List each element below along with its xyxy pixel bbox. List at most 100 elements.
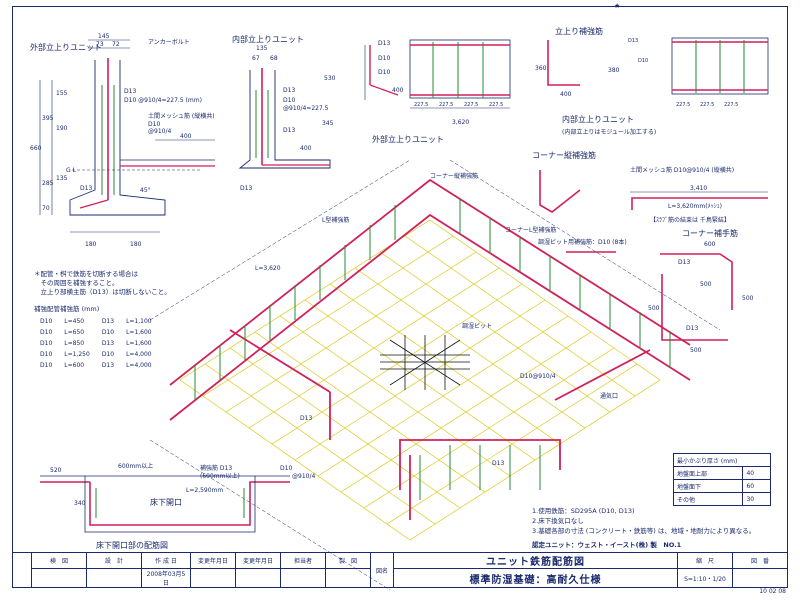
dim-label: 180 <box>85 241 97 248</box>
table-cell: L=1,600 <box>126 340 152 347</box>
date-mark: 10 02 08 <box>759 588 786 595</box>
table-row: D10 L=600 D13 L=4,000 <box>34 360 158 371</box>
dim-label: 400 <box>180 133 192 140</box>
isometric-foundation: コーナー縦補強筋 L型補強筋 コーナーL型補強筋 調湿ピット D13 D10 @… <box>149 159 721 591</box>
table-cell: L=1,100 <box>126 318 152 325</box>
rebar-label: D13 <box>686 325 698 332</box>
dim-label: 227.5 <box>700 102 714 108</box>
person-label: 担当者 <box>280 552 326 569</box>
table-cell: 地盤面上部 <box>672 466 744 480</box>
dim-label: 400 <box>392 87 404 94</box>
table-cell: D10 <box>40 362 53 369</box>
drawing-title: ユニット鉄筋配筋図 <box>393 552 678 569</box>
drawing-label: 製 図 <box>325 552 371 569</box>
rebar-label: D13 <box>80 185 92 192</box>
dim-label: 500 <box>648 305 660 312</box>
rebar-label: D13 <box>283 127 295 134</box>
dim-label: 600 <box>704 241 716 248</box>
table-cell <box>12 552 32 588</box>
anchor-bolt-label: アンカーボルト <box>148 38 190 46</box>
interior-unit-note: (内部立上りはモジュール加工する) <box>562 128 656 136</box>
interior-riser-title: 内部立上りユニット <box>232 34 304 44</box>
iso-label: D13 <box>300 415 312 422</box>
dim-label: 227.5 <box>464 102 478 108</box>
table-cell <box>325 568 371 588</box>
adjust-pit-title: 調湿ピット用補強筋：D10 (8本) <box>538 238 627 246</box>
rebar-label: D10 @910/4=227.5 (mm) <box>124 97 202 104</box>
scale-value: S=1:10・1/20 <box>677 568 733 588</box>
notes-bottom: 1.使用鉄筋：SD295A (D10, D13) 2.床下換気口なし 3.基礎各… <box>532 506 755 550</box>
dim-label: 227.5 <box>676 102 690 108</box>
mesh-detail: 土間メッシュ筋 D10@910/4 (縦横共) 3,410 L=3,620mm(… <box>630 166 768 224</box>
table-row: 検 図 設 計 作 成 日 変更年月日 変更年月日 担当者 製 図 図名 ユニッ… <box>12 552 788 588</box>
table-cell: D10 <box>101 351 115 358</box>
title-block: 検 図 設 計 作 成 日 変更年月日 変更年月日 担当者 製 図 図名 ユニッ… <box>12 552 788 588</box>
table-cell <box>31 568 87 588</box>
dim-label: 3,410 <box>690 185 707 192</box>
dim-label: 660 <box>30 145 42 152</box>
table-cell: D10 <box>40 318 53 325</box>
opening-label: 床下開口 <box>150 497 182 507</box>
note-line: その周囲を補強すること。 <box>34 279 119 287</box>
dim-label: 395 <box>42 115 54 122</box>
iso-label: D10@910/4 <box>520 373 556 380</box>
table-cell <box>235 568 281 588</box>
table-cell: 40 <box>742 466 771 480</box>
rebar-label: D13 <box>378 40 390 47</box>
dim-label: 72 <box>112 41 120 48</box>
dim-label: 67 <box>252 55 260 62</box>
riser-reinforce-title: 立上り補強筋 <box>555 26 603 36</box>
table-cell: D10 <box>101 329 115 336</box>
dim-label: 340 <box>74 500 86 507</box>
created-value: 2008年03月5日 <box>141 568 191 588</box>
corner-vertical-detail: コーナー縦補強筋 <box>532 150 596 213</box>
rebar-label: D13 <box>283 87 295 94</box>
table-cell: L=1,250 <box>64 351 90 358</box>
rebar-label: (600mm以上) <box>200 472 240 480</box>
dim-label: 380 <box>608 67 620 74</box>
table-cell: L=450 <box>64 318 85 325</box>
table-cell: L=600 <box>64 362 85 369</box>
dim-label: 500 <box>700 281 712 288</box>
checked-label: 検 図 <box>31 552 87 569</box>
riser-reinforcement-detail: 立上り補強筋 360 400 <box>535 26 603 98</box>
change-content-label: 変更年月日 <box>235 552 281 569</box>
rebar-label: @910/4 <box>148 128 171 135</box>
table-cell: その他 <box>672 492 744 506</box>
table-cell: 60 <box>742 479 771 493</box>
iso-label: @910/4 <box>292 473 315 480</box>
rebar-label: D13 <box>240 185 252 192</box>
created-label: 作 成 日 <box>141 552 191 569</box>
opening-title: 床下開口部の配筋図 <box>96 540 168 550</box>
header-mark: ★ <box>614 2 621 10</box>
dim-label: 70 <box>42 205 50 212</box>
table-cell: D13 <box>101 318 115 325</box>
dim-label: 345 <box>322 120 334 127</box>
dim-label: 227.5 <box>724 102 738 108</box>
corner-hand-detail: コーナー補手筋 600 D13 500 500 D13 500 500 <box>648 228 754 354</box>
dim-label: 3,620 <box>452 119 469 126</box>
rebar-label: D13 <box>628 38 638 44</box>
dim-label: 360 <box>535 65 547 72</box>
dim-label: 190 <box>56 125 68 132</box>
note-line: 3.基礎各部の寸法 (コンクリート・鉄筋等) は、地域・地耐力により異なる。 <box>532 527 756 535</box>
table-cell: D13 <box>101 340 115 347</box>
opening-detail: 床下開口 補強筋 D13 (600mm以上) 600mm以上 L=2,590mm… <box>40 462 290 550</box>
table-cell: L=650 <box>64 329 85 336</box>
corner-vertical-title: コーナー縦補強筋 <box>532 150 596 160</box>
dim-label: 135 <box>56 175 68 182</box>
interior-unit-title: 内部立上りユニット <box>562 114 634 124</box>
table-row: D10 L=450 D13 L=1,100 <box>34 316 158 327</box>
table-cell: D10 <box>40 351 53 358</box>
exterior-unit-detail: D13 D10 D10 530 400 227.5 227.5 227.5 22… <box>324 39 511 144</box>
rebar-label: 土間メッシュ筋 (縦横共) <box>148 112 215 120</box>
iso-label: L=3,620 <box>255 265 281 272</box>
title-block-table: 検 図 設 計 作 成 日 変更年月日 変更年月日 担当者 製 図 図名 ユニッ… <box>12 552 788 588</box>
dim-label: 500 <box>690 347 702 354</box>
rebar-label: @910/4=227.5 <box>283 105 329 112</box>
rebar-label: D13 <box>124 88 136 95</box>
table-cell <box>190 568 236 588</box>
